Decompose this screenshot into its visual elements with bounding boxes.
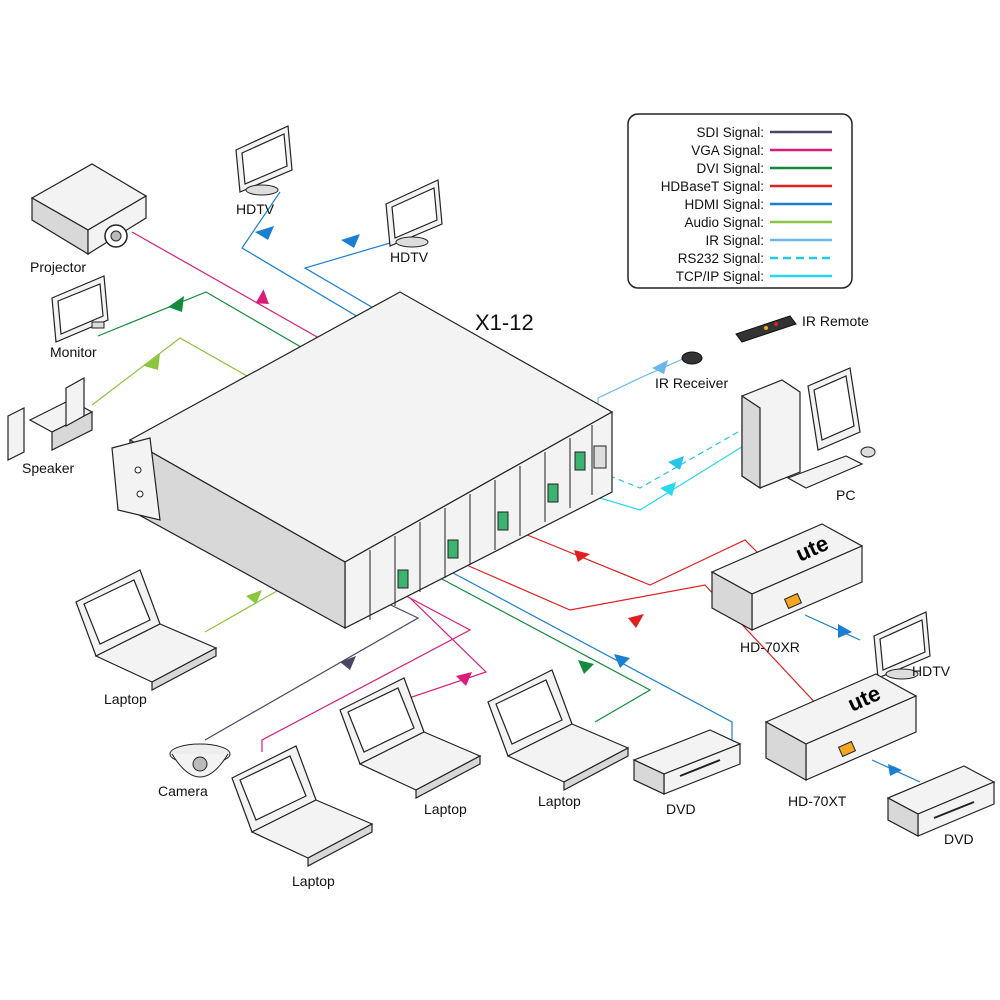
laptop-bottom-device: Laptop [231, 745, 374, 889]
arrow-monitor [168, 296, 184, 312]
label-hd70xt: HD-70XT [788, 793, 847, 809]
dvd-right-device: DVD [886, 765, 996, 847]
speaker-device: Speaker [7, 376, 94, 476]
arrow-hdbaset-xr [574, 550, 590, 562]
ir-receiver-device: IR Receiver [655, 351, 728, 391]
legend-row: HDBaseT Signal: [661, 179, 832, 194]
legend-row: DVI Signal: [696, 161, 832, 176]
label-speaker: Speaker [22, 460, 74, 476]
label-camera: Camera [158, 783, 208, 799]
legend-frame [627, 113, 853, 289]
ir-receiver-icon [681, 351, 703, 365]
legend-label: RS232 Signal: [678, 251, 764, 266]
legend-row: HDMI Signal: [684, 197, 832, 212]
camera-device: Camera [158, 743, 231, 799]
hdtv-stand [245, 184, 279, 196]
arrow-camera [340, 656, 356, 670]
laptop-middle-device: Laptop [339, 677, 482, 817]
arrow-laptop-left [246, 590, 262, 604]
label-monitor: Monitor [50, 344, 97, 360]
legend-row: SDI Signal: [696, 125, 832, 140]
dvd-center-device: DVD [632, 729, 742, 817]
label-laptop-right: Laptop [538, 793, 581, 809]
arrow-rs232 [668, 456, 684, 470]
chassis-bracket [111, 437, 161, 521]
arrow-xr-hdtv [838, 624, 852, 638]
label-hdtv-top-left: HDTV [236, 201, 275, 217]
hdtv-right-device: HDTV [873, 611, 951, 680]
rs232-line-pc [599, 427, 746, 489]
hdmi-line-dvd-center [439, 565, 733, 740]
legend-label: IR Signal: [705, 233, 764, 248]
legend-label: DVI Signal: [696, 161, 764, 176]
legend-row: TCP/IP Signal: [676, 269, 832, 284]
projector-device: Projector [30, 163, 148, 275]
arrow-laptop-middle [456, 672, 472, 686]
legend-label: HDMI Signal: [684, 197, 764, 212]
arrow-hdbaset-xt [628, 614, 644, 628]
dvi-line-laptop-right [439, 577, 652, 723]
label-projector: Projector [30, 259, 86, 275]
monitor-device: Monitor [50, 275, 109, 360]
signal-legend: SDI Signal: VGA Signal: DVI Signal: HDBaseT… [627, 113, 853, 289]
hd70xt-device: ute HD-70XT [764, 673, 918, 809]
legend-label: TCP/IP Signal: [676, 269, 764, 284]
ir-remote-device: IR Remote [735, 313, 869, 343]
bracket-screw [136, 490, 144, 498]
pc-device: PC [741, 367, 876, 503]
arrow-dvd-center [614, 654, 630, 668]
legend-label: HDBaseT Signal: [661, 179, 764, 194]
arrow-hdtv-left [255, 226, 274, 240]
hdtv-top-right-device: HDTV [385, 179, 443, 265]
label-dvd-right: DVD [944, 831, 974, 847]
hdtv-top-left-device: HDTV [235, 125, 293, 217]
legend-row: RS232 Signal: [678, 251, 832, 266]
label-hdtv-right: HDTV [912, 663, 951, 679]
label-hd70xr: HD-70XR [740, 639, 800, 655]
arrow-ir [652, 360, 668, 374]
hd70xr-device: ute HD-70XR [710, 523, 864, 655]
arrow-dvd-xt [888, 764, 902, 776]
legend-row: IR Signal: [705, 233, 832, 248]
arrow-laptop-right [578, 660, 594, 674]
pc-mouse-icon [860, 446, 876, 458]
arrow-speaker [144, 354, 160, 370]
arrow-hdtv-right [341, 234, 360, 248]
laptop-left-device: Laptop [75, 569, 218, 707]
label-ir-receiver: IR Receiver [655, 375, 728, 391]
label-laptop-bottom: Laptop [292, 873, 335, 889]
arrow-projector [255, 289, 269, 304]
label-laptop-left: Laptop [104, 691, 147, 707]
label-laptop-middle: Laptop [424, 801, 467, 817]
pc-keyboard-icon [786, 455, 864, 489]
hdmi-line-xr-hdtv [804, 614, 861, 641]
vga-line-laptop-bottom [261, 589, 472, 752]
chassis-title: X1-12 [475, 310, 534, 335]
label-ir-remote: IR Remote [802, 313, 869, 329]
hdbaset-line-xt [454, 559, 851, 741]
label-pc: PC [836, 487, 855, 503]
x1-12-chassis: X1-12 [111, 291, 614, 630]
tcpip-line-pc [589, 444, 746, 511]
legend-label: VGA Signal: [691, 143, 764, 158]
legend-row: Audio Signal: [684, 215, 832, 230]
label-hdtv-top-right: HDTV [390, 249, 429, 265]
label-dvd-center: DVD [666, 801, 696, 817]
hdtv-stand [395, 236, 429, 248]
arrow-tcpip [660, 482, 676, 496]
bracket-screw [134, 466, 142, 474]
legend-row: VGA Signal: [691, 143, 832, 158]
hdtv-stand [885, 668, 919, 680]
legend-label: SDI Signal: [696, 125, 764, 140]
laptop-right-device: Laptop [487, 669, 630, 809]
legend-label: Audio Signal: [684, 215, 764, 230]
